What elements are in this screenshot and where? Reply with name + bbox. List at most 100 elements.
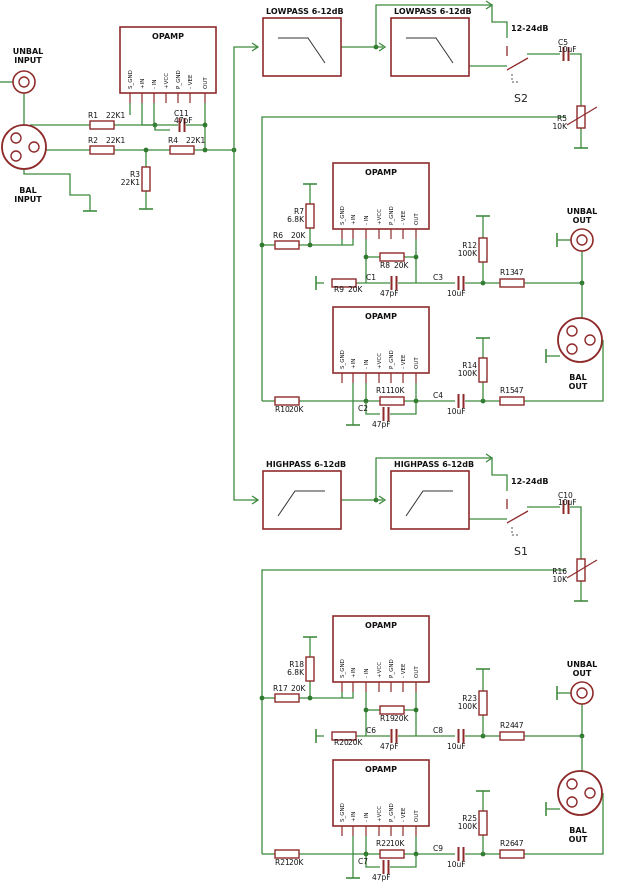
wires	[0, 0, 604, 878]
opamp-pin-label: P_GND	[389, 803, 395, 822]
low_section-r-pd-a-value: 100K	[458, 249, 478, 258]
opamp-pin-label: S_GND	[340, 350, 346, 369]
low_section-r-fb-b-value: 10K	[390, 386, 406, 395]
low_section-r-series-a-value: 47	[514, 268, 524, 277]
high_section-bal-out-xlr	[557, 770, 603, 816]
high_section-r-series-a-value: 47	[514, 721, 524, 730]
arrow-icon	[251, 42, 260, 52]
high_section-cap-out-ref: C10	[558, 491, 573, 500]
low_section-r-bias-resistor: R76.8K	[287, 203, 315, 229]
opamp-pin-label: +VCC	[377, 209, 383, 225]
opamp-pin-label: - VEE	[401, 210, 407, 225]
high_section-bal-out-label-2: OUT	[569, 835, 588, 844]
high_section-r-pd-b-ref: R25	[462, 814, 477, 823]
wire	[570, 53, 582, 106]
high_section-r-bias-ref: R18	[289, 660, 304, 669]
high_section-switch-switch: S1	[506, 499, 529, 558]
bal-input-label-2: INPUT	[14, 195, 42, 204]
high_section-r-pd-b-value: 100K	[458, 822, 478, 831]
low_section-r-fb-a-resistor: R8 20K	[379, 252, 410, 270]
high_section-r-gnd-a-value: 20K	[348, 738, 364, 747]
wire	[261, 569, 566, 854]
low_section-c-out-b-ref: C4	[433, 391, 443, 400]
low_section-r-series-a-ref: R13	[500, 268, 515, 277]
wire	[365, 854, 380, 868]
opamp-pin-label: - VEE	[401, 663, 407, 678]
low_section-filter-1-label: LOWPASS 6-12dB	[266, 7, 344, 16]
low_section-cap-out-ref: C5	[558, 38, 568, 47]
junction-dot	[307, 242, 313, 248]
high_section-r-in-b-value: 20K	[289, 858, 305, 867]
high_section-r-fb-a-ref: R19	[380, 714, 395, 723]
low_section-switch-label: 12-24dB	[511, 24, 548, 33]
opamp-pin-label: S_GND	[340, 206, 346, 225]
low_section-cap-out-value: 10uF	[558, 45, 577, 54]
wire	[524, 340, 604, 402]
low_section-r-fb-a-ref: R8	[380, 261, 390, 270]
high_section-opamp-b-title: OPAMP	[365, 765, 397, 774]
low_section-r-fb-a-value: 20K	[394, 261, 410, 270]
low_section-filter-2	[390, 17, 470, 77]
opamp-pin-label: - IN	[364, 669, 370, 678]
high_section-r-fb-b-ref: R22	[376, 839, 391, 848]
high_section-switch-label: 12-24dB	[511, 477, 548, 486]
high_section-c-out-a-value: 10uF	[447, 742, 466, 751]
junction-dot	[202, 122, 208, 128]
opamp-pin-label: OUT	[414, 666, 420, 678]
opamp-pin-label: +IN	[351, 215, 357, 225]
opamp-pin-label: P_GND	[389, 206, 395, 225]
high_section-r-in-b-ref: R21	[275, 858, 290, 867]
wire	[375, 4, 508, 47]
bal-input-xlr	[1, 124, 47, 170]
low_section-r-in-b-ref: R10	[275, 405, 290, 414]
wire	[524, 793, 604, 855]
junction-dot	[413, 254, 419, 260]
wire	[390, 854, 417, 868]
high_section-bal-out-label: BAL	[569, 826, 586, 835]
low_section-c-out-a-ref: C3	[433, 273, 443, 282]
low_section-bal-out-label-2: OUT	[569, 382, 588, 391]
low_section-unbal-out-jack	[570, 228, 594, 252]
junction-dot	[259, 242, 265, 248]
opamp-pin-label: +VCC	[377, 806, 383, 822]
wire	[261, 116, 566, 401]
high_section-filter-2-label: HIGHPASS 6-12dB	[394, 460, 474, 469]
high_section-r-fb-a-value: 20K	[394, 714, 410, 723]
high_section-filter-2	[390, 470, 470, 530]
opamp-pin-label: - VEE	[401, 807, 407, 822]
low_section-pot-ref: R5	[557, 114, 567, 123]
low_section-r-bias-value: 6.8K	[287, 215, 305, 224]
low_section-switch-switch: S2	[506, 46, 529, 105]
arrow-icon	[378, 495, 387, 505]
low_section-r-fb-b-ref: R11	[376, 386, 391, 395]
high_section-r-series-a-ref: R24	[500, 721, 515, 730]
high_section-c-fb-b-value: 47pF	[372, 873, 391, 882]
opamp-pin-label: +IN	[351, 359, 357, 369]
c11-ref: C11	[174, 109, 189, 118]
opamp-pin-label: - IN	[364, 216, 370, 225]
low_section-bal-out-label: BAL	[569, 373, 586, 382]
low_section-r-gnd-a-ref: R9	[334, 285, 344, 294]
high_section-r-series-b-ref: R26	[500, 839, 515, 848]
opamp-pin-label: - IN	[152, 80, 158, 89]
